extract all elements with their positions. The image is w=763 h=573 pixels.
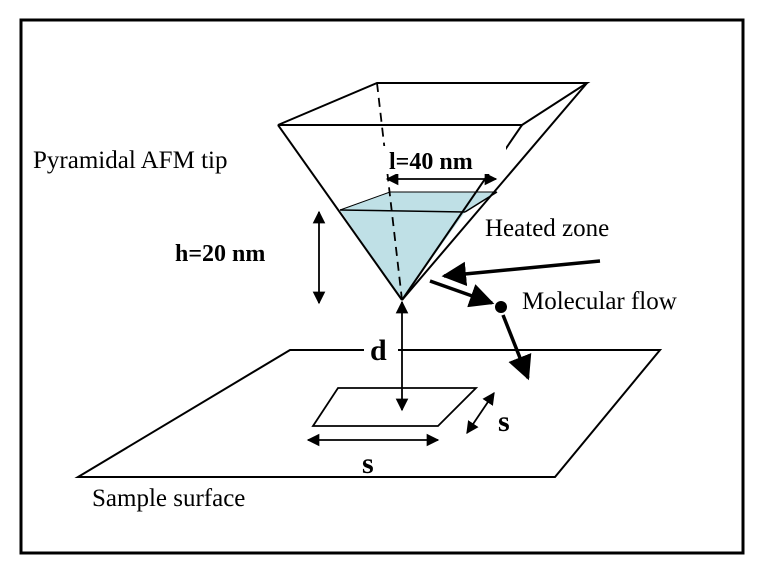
molecular-flow-label: Molecular flow bbox=[522, 288, 677, 315]
molecule-dot bbox=[495, 301, 507, 313]
side-label-right: s bbox=[498, 405, 510, 438]
sample-surface-plane bbox=[74, 349, 663, 478]
width-label: l=40 nm bbox=[389, 149, 473, 175]
pyramid-edge-hidden bbox=[376, 82, 403, 301]
side-label-bottom: s bbox=[362, 447, 374, 480]
scan-area-square bbox=[311, 387, 479, 427]
heated-zone-label: Heated zone bbox=[485, 215, 609, 242]
height-label: h=20 nm bbox=[175, 241, 265, 267]
molecular-flow-arrow-2 bbox=[501, 314, 532, 381]
distance-label-backing bbox=[364, 334, 398, 364]
heated-zone-pointer bbox=[441, 259, 601, 287]
outer-frame bbox=[19, 18, 745, 555]
pyramid-base bbox=[277, 82, 591, 126]
distance-label: d bbox=[370, 334, 387, 367]
sample-surface-label: Sample surface bbox=[92, 485, 245, 512]
heated-zone-top-edge bbox=[339, 209, 466, 213]
tip-label: Pyramidal AFM tip bbox=[33, 147, 227, 174]
side-arrow-right bbox=[466, 391, 495, 435]
molecular-flow-arrow-1 bbox=[429, 279, 495, 308]
heated-zone-back-left-edge bbox=[339, 191, 391, 211]
pyramid-edge-left bbox=[277, 124, 403, 301]
pyramid-edge-back-right bbox=[401, 82, 588, 301]
width-label-backing bbox=[380, 146, 506, 174]
